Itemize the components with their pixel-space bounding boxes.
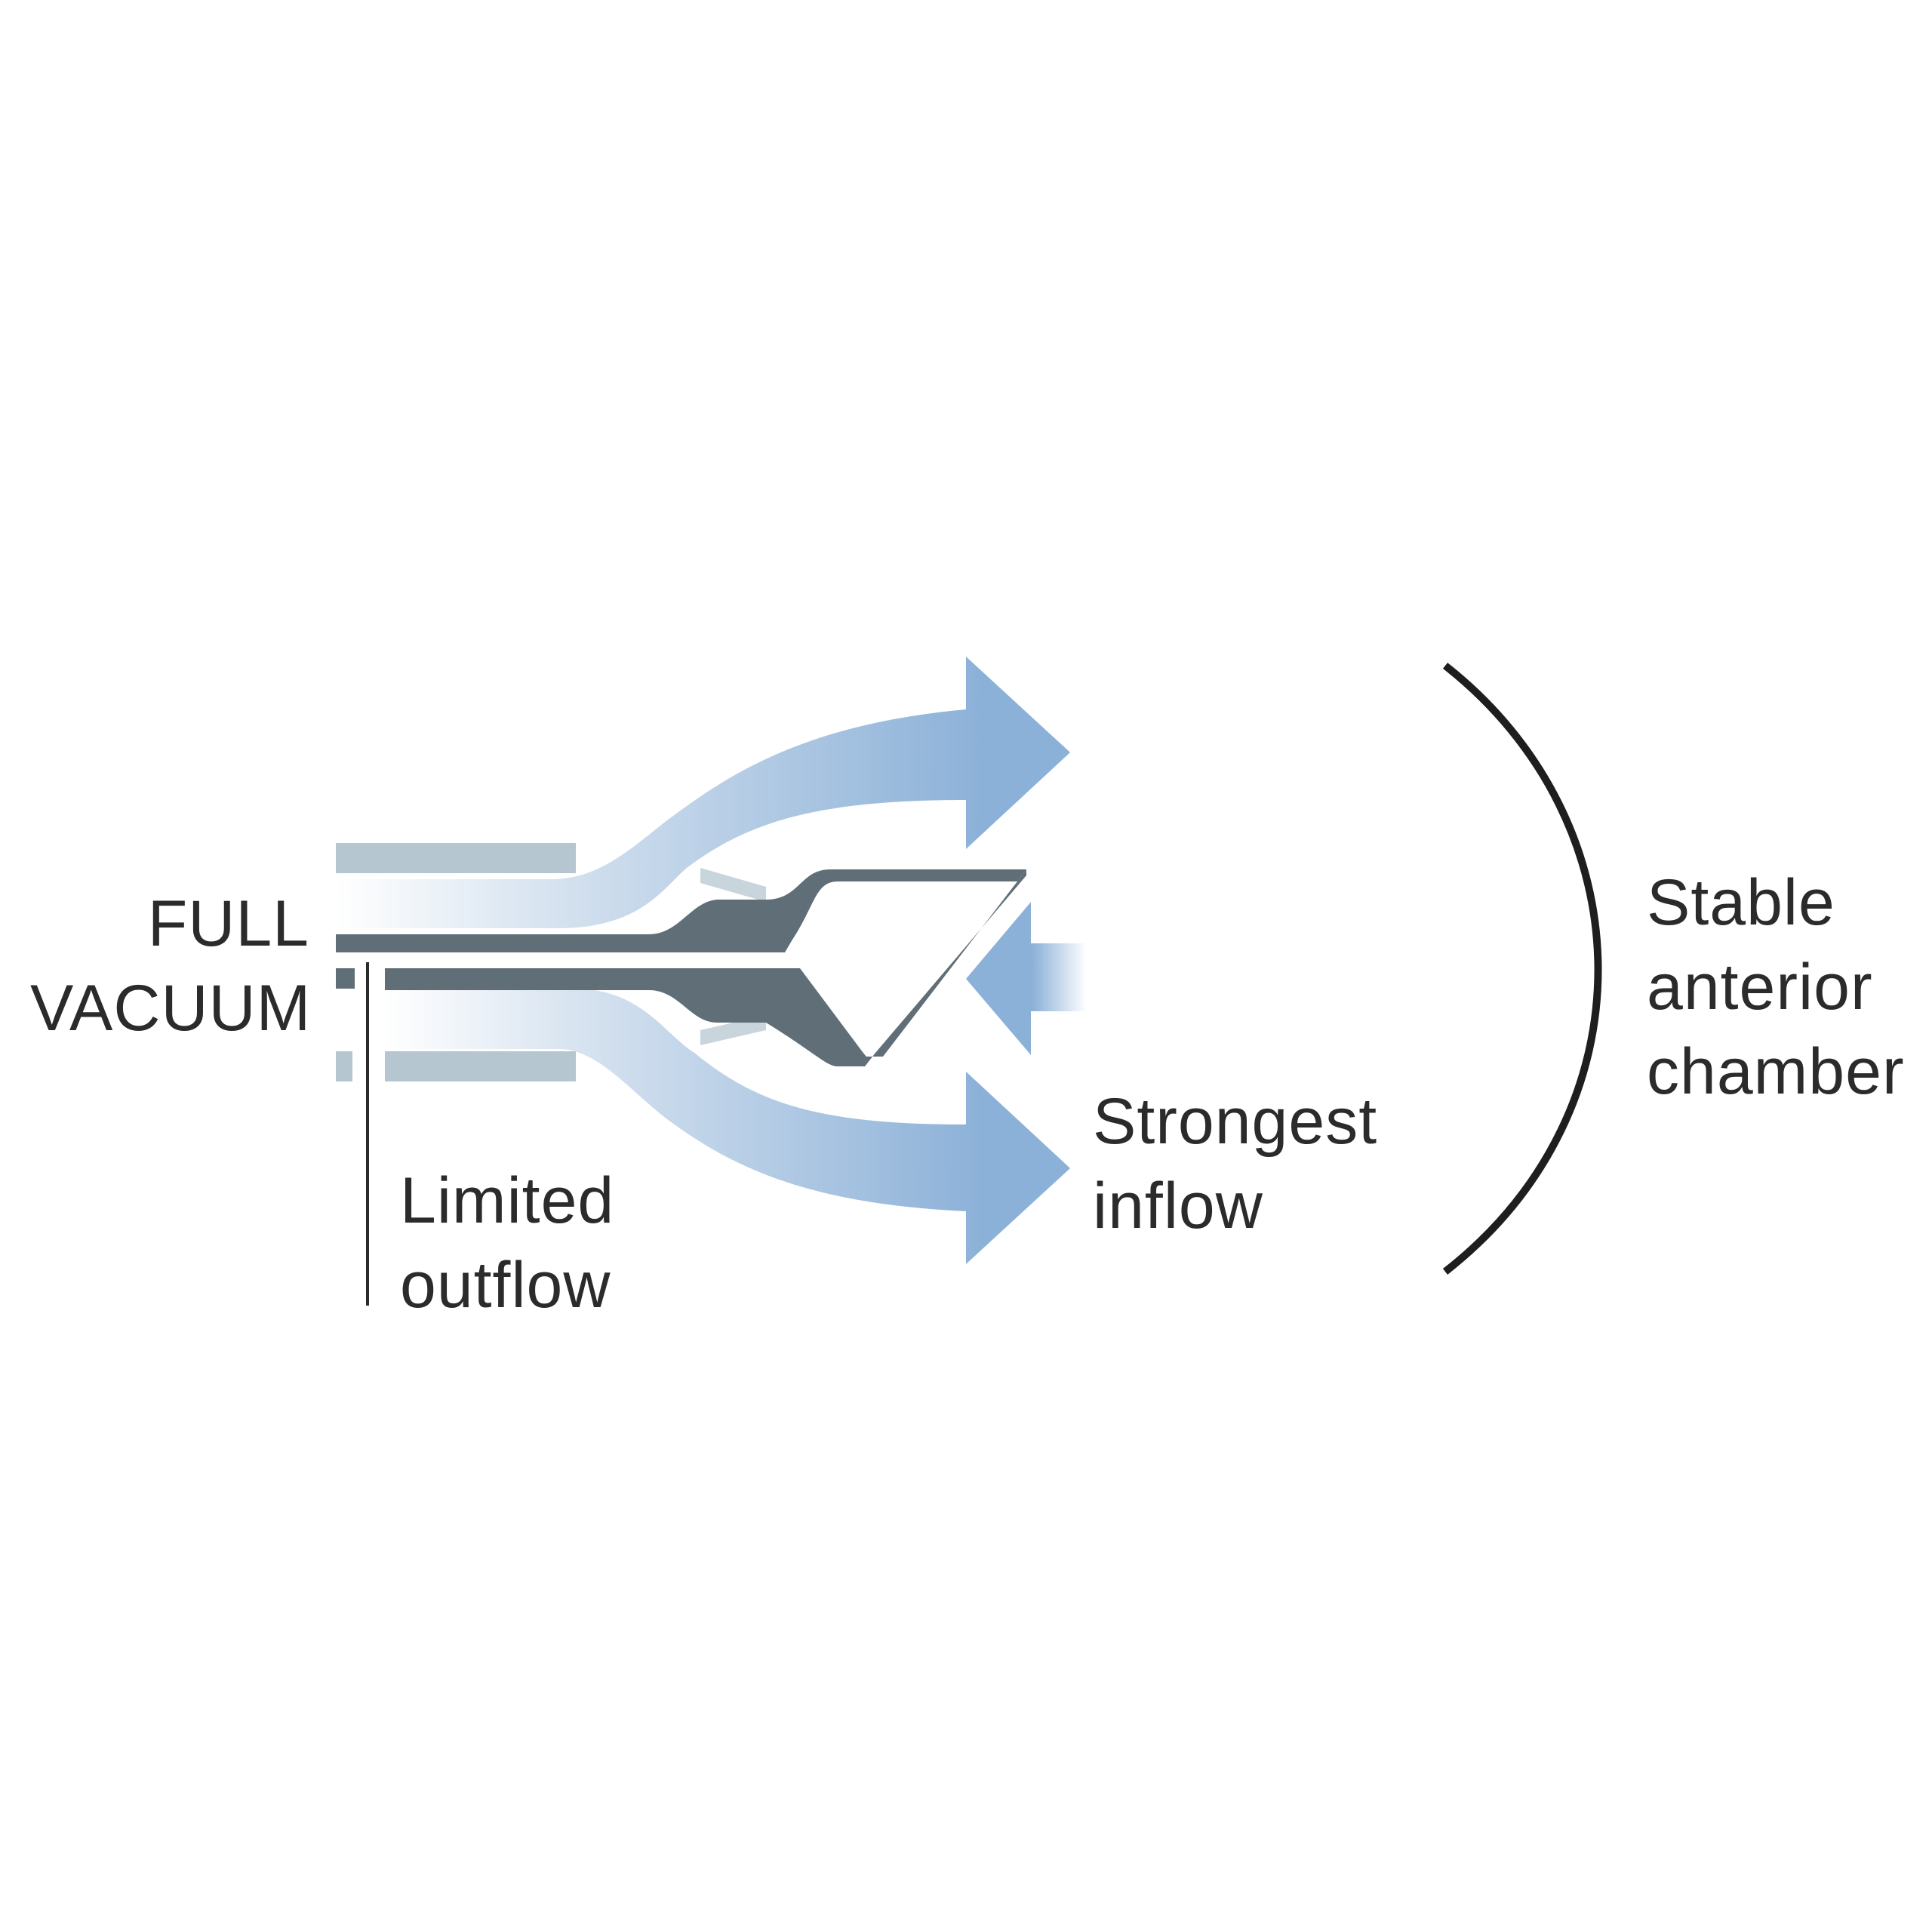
phaco-tip-upper <box>336 869 1026 952</box>
lower-flow-arrow <box>385 989 1070 1264</box>
full-vacuum-line1: FULL <box>147 888 309 960</box>
stable-chamber-line3: chamber <box>1647 1035 1905 1108</box>
strongest-inflow-label: Strongest inflow <box>1093 1079 1377 1248</box>
upper-sleeve <box>336 843 576 873</box>
stable-anterior-chamber-label: Stable anterior chamber <box>1647 860 1905 1114</box>
limited-outflow-label: Limited outflow <box>400 1158 614 1327</box>
anterior-chamber-arc <box>1442 663 1602 1275</box>
strongest-inflow-line1: Strongest <box>1093 1085 1378 1158</box>
full-vacuum-line2: VACUUM <box>30 972 312 1044</box>
upper-rib <box>700 868 766 902</box>
phaco-tip-bevel <box>806 881 1017 1057</box>
upper-flow-arrow <box>336 657 1070 928</box>
limited-outflow-line1: Limited <box>400 1164 615 1237</box>
inflow-arrow <box>966 902 1087 1055</box>
lower-sleeve-left <box>336 1051 352 1081</box>
strongest-inflow-line2: inflow <box>1093 1170 1263 1242</box>
full-vacuum-label: FULL VACUUM <box>30 881 312 1051</box>
lower-sleeve-right <box>385 1051 576 1081</box>
stable-chamber-line1: Stable <box>1647 866 1835 939</box>
stable-chamber-line2: anterior <box>1647 951 1873 1023</box>
limited-outflow-line2: outflow <box>400 1249 611 1321</box>
